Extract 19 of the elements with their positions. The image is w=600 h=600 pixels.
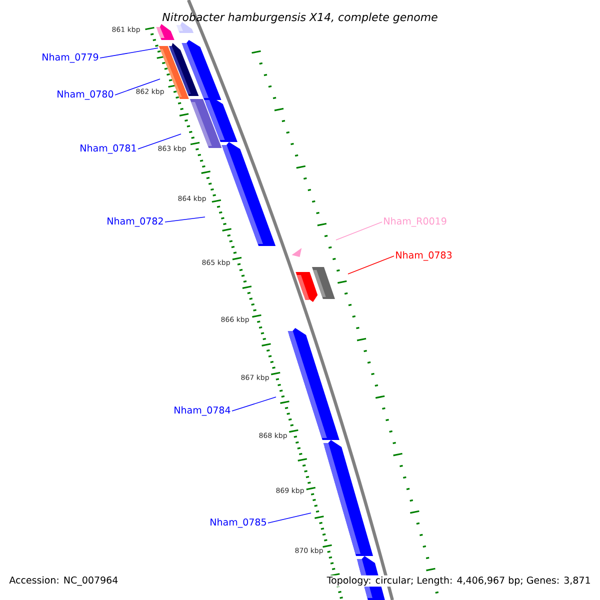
genome-info-text: Topology: circular; Length: 4,406,967 bp; Genes: 3,871 [326,575,592,587]
leader-line [232,396,276,412]
gene-name: Nham_0785 [210,518,266,528]
leader-line [100,48,158,58]
title: Nitrobacter hamburgensis X14, complete genome [162,12,438,24]
leader-line [164,216,206,222]
gene-name: Nham_0783 [396,251,452,261]
gene-name: Nham_0781 [80,144,136,154]
gene-name: Nham_0784 [174,406,230,416]
gene-name: Nham_0780 [58,90,114,100]
leader-line [336,222,382,240]
leader-line [268,512,312,524]
gene-name: Nham_0779 [42,53,98,63]
gene-name: Nham_0782 [108,217,163,227]
leader-line [114,78,160,96]
leader-line [138,134,182,150]
accession-text: Accession: NC_007964 [8,575,120,587]
gene-name: Nham_R0019 [384,217,446,227]
leader-line [348,256,394,274]
